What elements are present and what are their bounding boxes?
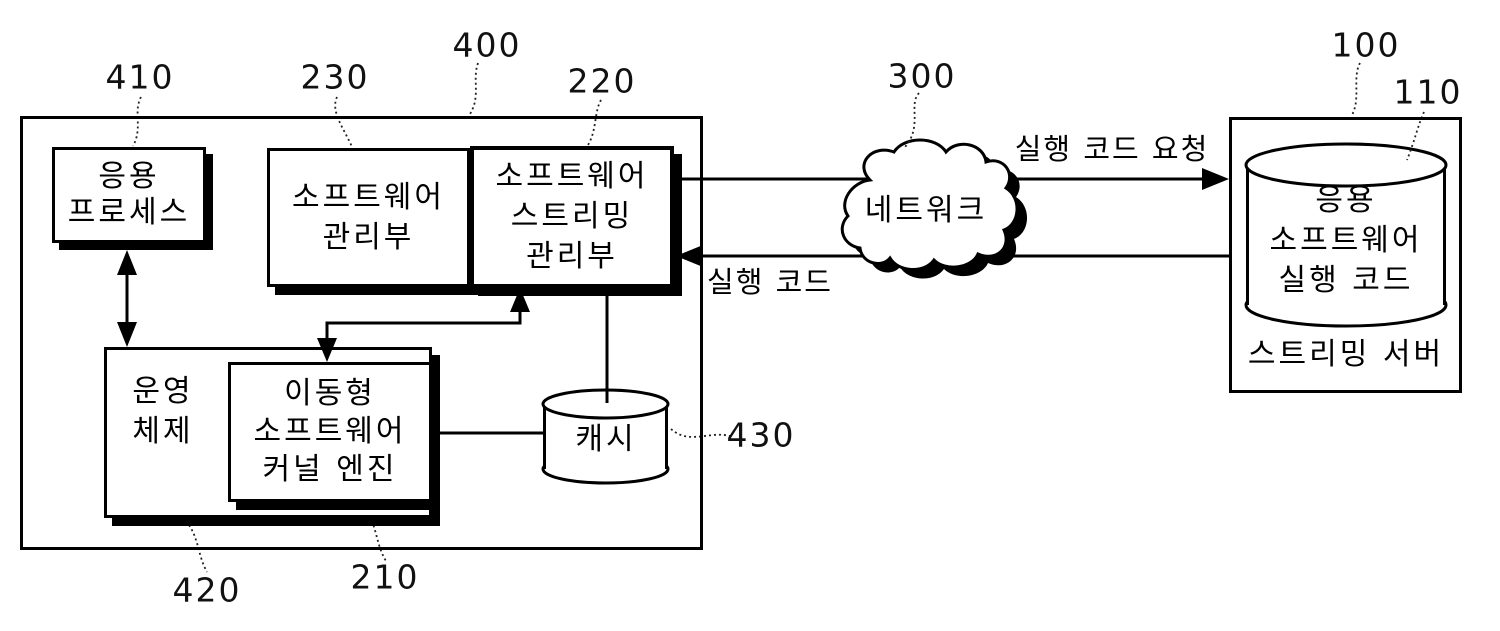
sw-streaming-manager-label-line1: 소프트웨어 [495,159,649,194]
mobile-sw-kernel-engine-box: 이동형 소프트웨어 커널 엔진 [228,362,432,502]
kernel-engine-label-line1: 이동형 [284,376,376,411]
leader-100 [1351,62,1361,116]
kernel-engine-label-line3: 커널 엔진 [262,452,398,487]
ref-label-300: 300 [887,56,957,96]
sw-streaming-manager-label-line3: 관리부 [526,239,618,274]
ref-label-220: 220 [567,61,637,101]
sw-streaming-manager-label-line2: 스트리밍 [510,199,634,234]
network-cloud [840,138,1028,279]
app-process-label-line2: 프로세스 [67,195,191,230]
leader-300 [904,92,920,148]
cache-cylinder [541,388,670,485]
ref-label-210: 210 [350,557,420,597]
ref-label-230: 230 [300,57,370,97]
ref-label-100: 100 [1331,25,1401,65]
cache-label: 캐시 [575,422,637,457]
exec-code-store-label-line3: 실행 코드 [1278,263,1414,298]
exec-code-store-label-line1: 응용 [1315,183,1377,218]
sw-manager-box: 소프트웨어 관리부 [267,148,470,287]
network-cloud-label: 네트워크 [864,193,988,228]
response-flow-label: 실행 코드 [707,265,833,299]
ref-label-400: 400 [452,25,522,65]
leader-210 [366,511,387,562]
leader-230 [334,96,353,148]
os-label-line2: 체제 [132,414,194,449]
streaming-server-label: 스트리밍 서버 [1247,337,1445,372]
sw-streaming-manager-box: 소프트웨어 스트리밍 관리부 [470,146,674,288]
request-flow-label: 실행 코드 요청 [1014,132,1210,166]
ref-label-430: 430 [726,415,796,455]
streaming-server-box [1229,117,1462,393]
leader-410 [132,96,142,147]
os-label: 운영 체제 [132,372,193,452]
app-process-label-line1: 응용 [98,159,160,194]
leader-110 [1406,111,1425,161]
kernel-engine-label-line2: 소프트웨어 [253,414,407,449]
app-process-box: 응용 프로세스 [52,147,206,243]
client-terminal-box [20,116,703,550]
app-process-os-arrow [117,250,137,347]
sw-manager-label-line1: 소프트웨어 [292,179,445,215]
os-label-line1: 운영 [132,374,194,409]
exec-code-store-cylinder [1244,142,1448,328]
leader-400 [469,62,479,115]
exec-code-store-label: 응용 소프트웨어 실행 코드 [1270,181,1423,301]
ref-label-110: 110 [1393,72,1463,112]
exec-code-store-label-line2: 소프트웨어 [1269,223,1423,258]
ref-label-420: 420 [172,570,242,610]
ref-label-410: 410 [105,57,175,97]
sw-manager-label-line2: 관리부 [322,219,415,255]
streaming-manager-kernel-arrow [317,288,530,362]
leader-430 [670,428,734,438]
